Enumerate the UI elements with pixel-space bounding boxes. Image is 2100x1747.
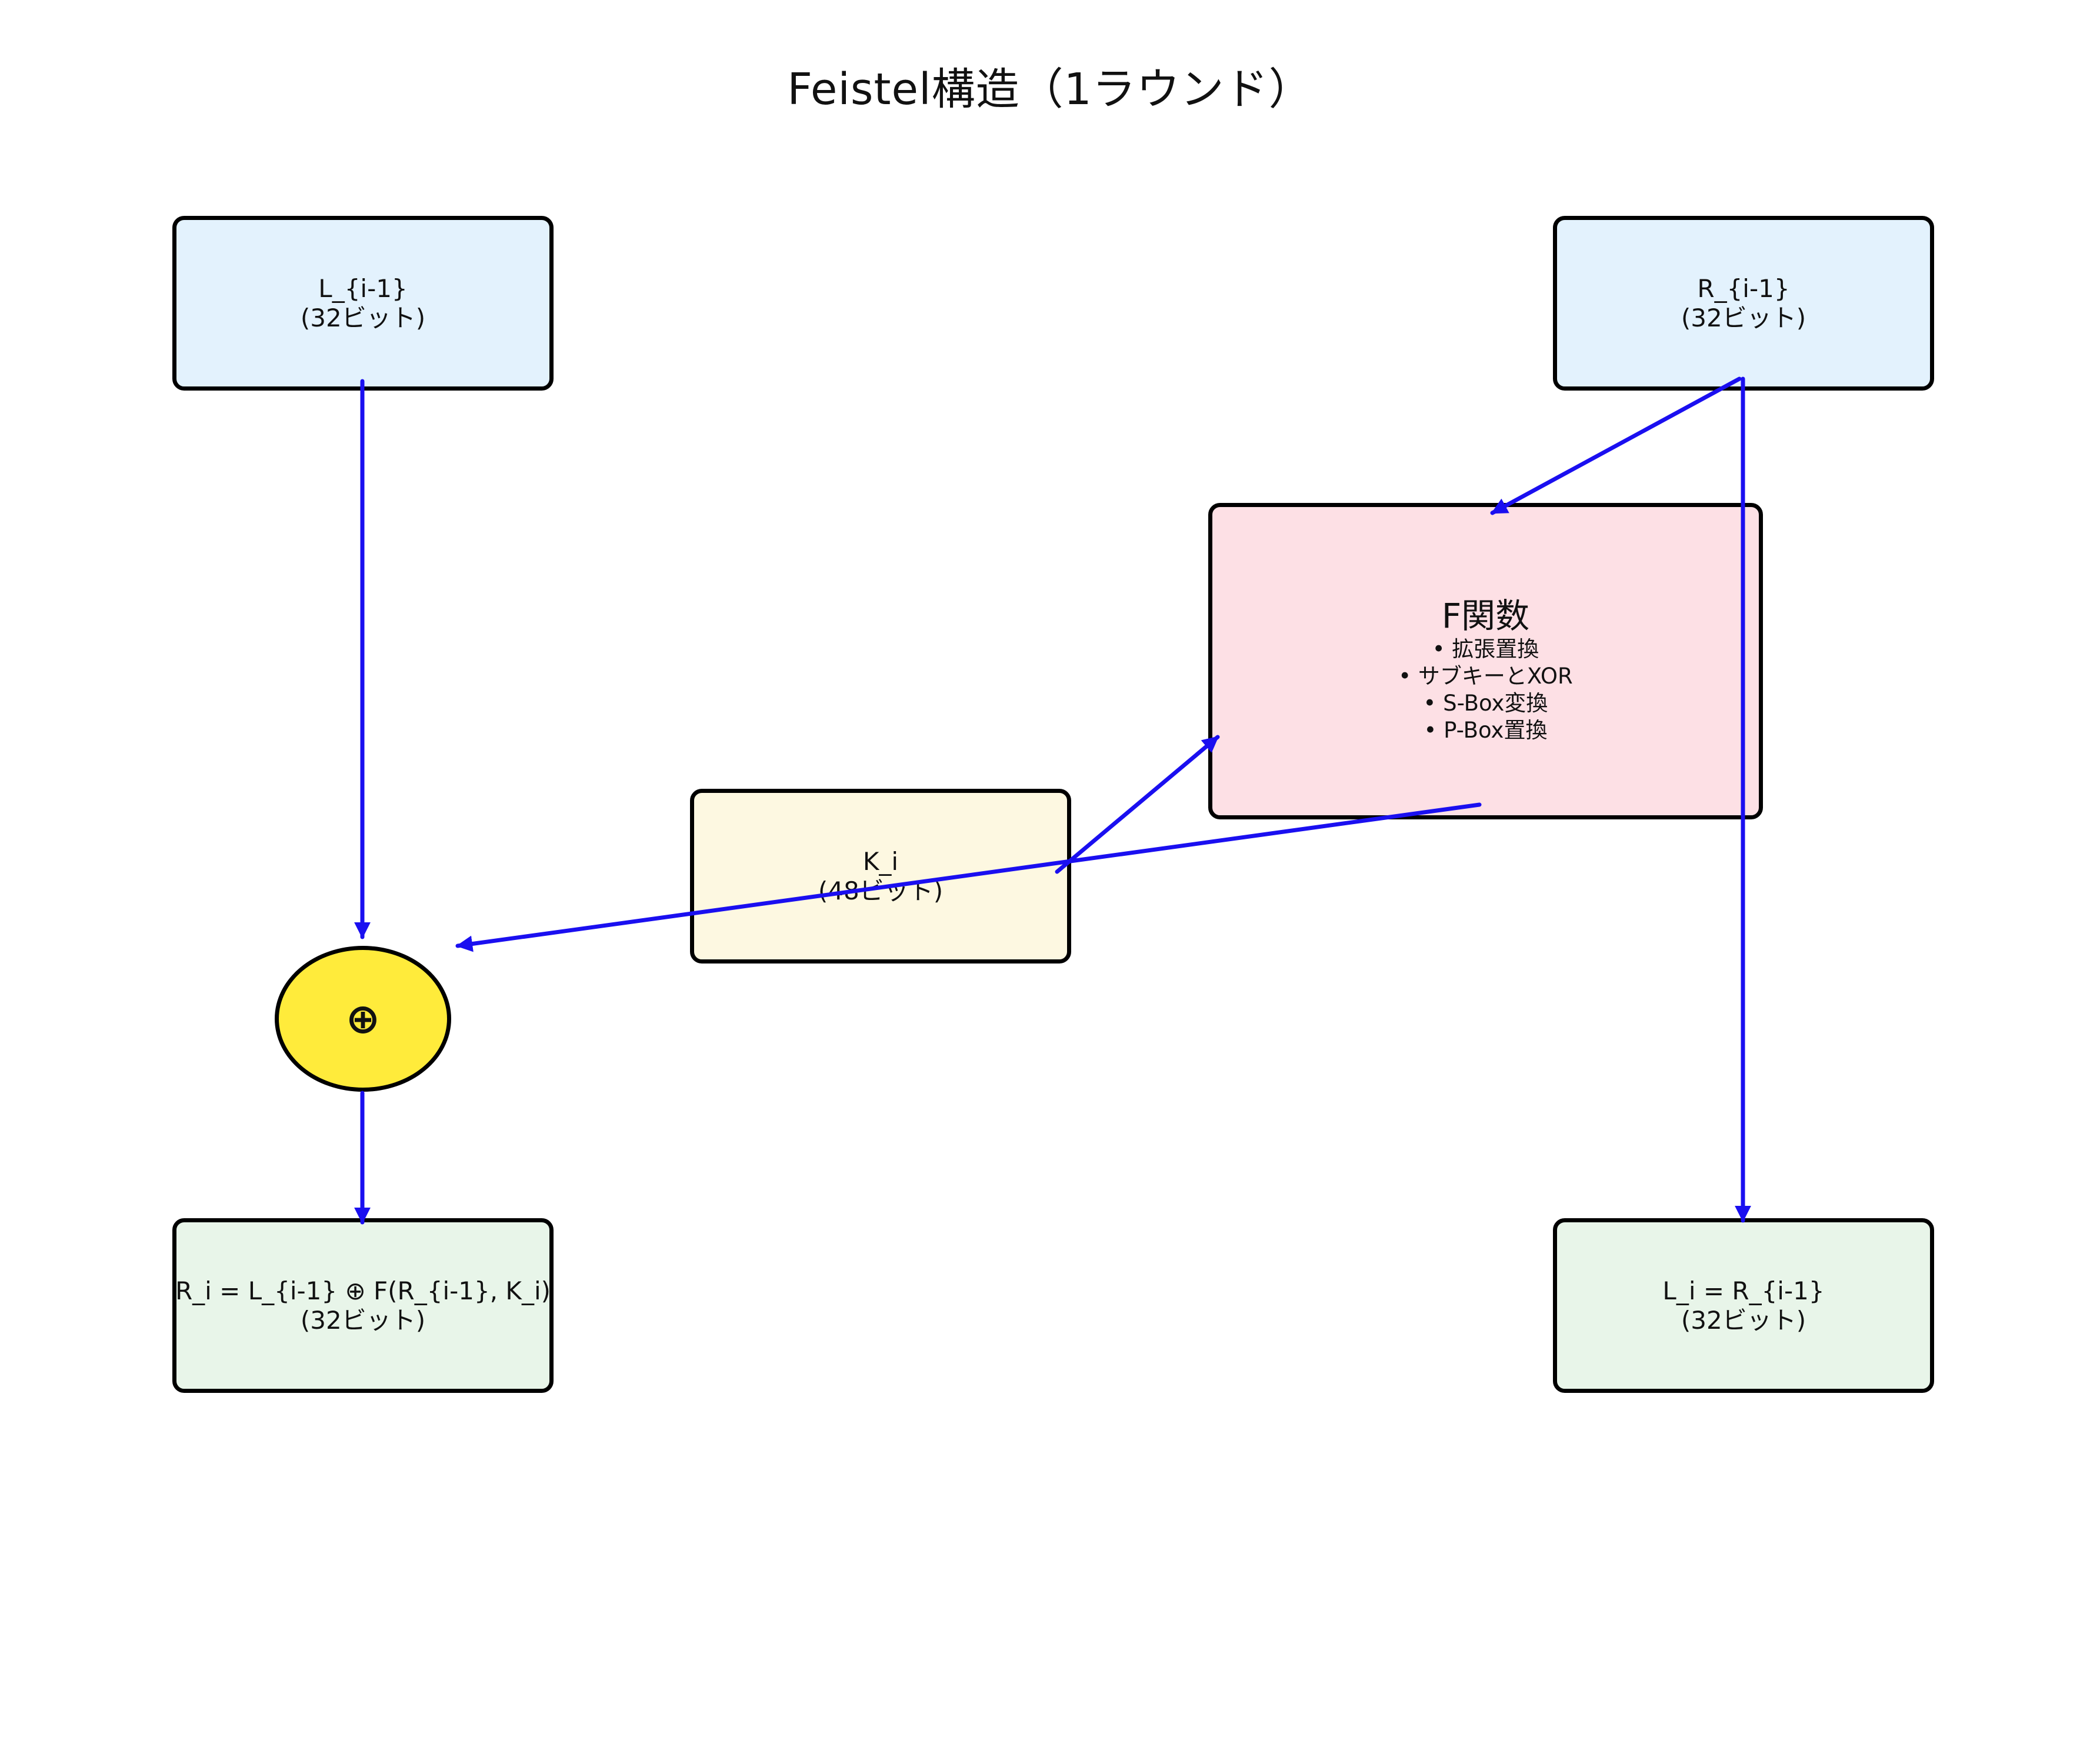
left-input-label: L_{i-1} — [318, 274, 408, 303]
xor-node: ⊕ — [275, 946, 451, 1092]
arrow-subkey-to-f — [1055, 735, 1220, 874]
subkey-box: K_i (48ビット) — [690, 789, 1071, 963]
f-step-expansion: • 拡張置換 — [1432, 636, 1539, 662]
left-output-size: (32ビット) — [1681, 1305, 1806, 1335]
f-function-title: F関数 — [1441, 596, 1530, 636]
right-input-box: R_{i-1} (32ビット) — [1553, 216, 1934, 391]
right-output-size: (32ビット) — [300, 1305, 426, 1335]
right-output-box: R_i = L_{i-1} ⊕ F(R_{i-1}, K_i) (32ビット) — [172, 1218, 554, 1393]
subkey-label: K_i — [862, 846, 899, 876]
left-input-box: L_{i-1} (32ビット) — [172, 216, 554, 391]
right-output-formula: R_i = L_{i-1} ⊕ F(R_{i-1}, K_i) — [175, 1276, 551, 1305]
f-step-sbox: • S-Box変換 — [1423, 691, 1548, 716]
left-input-size: (32ビット) — [300, 303, 426, 332]
f-function-box: F関数 • 拡張置換 • サブキーとXOR • S-Box変換 • P-Box置… — [1208, 503, 1763, 819]
left-output-box: L_i = R_{i-1} (32ビット) — [1553, 1218, 1934, 1393]
right-input-size: (32ビット) — [1681, 303, 1806, 332]
xor-symbol: ⊕ — [345, 995, 381, 1043]
left-output-formula: L_i = R_{i-1} — [1662, 1276, 1825, 1305]
f-step-pbox: • P-Box置換 — [1424, 718, 1548, 743]
diagram-title: Feistel構造（1ラウンド） — [787, 64, 1313, 115]
arrow-f-to-xor — [455, 802, 1482, 952]
right-input-label: R_{i-1} — [1697, 274, 1790, 303]
arrow-right-input-to-f — [1490, 376, 1742, 515]
f-step-subkey-xor: • サブキーとXOR — [1398, 664, 1573, 689]
